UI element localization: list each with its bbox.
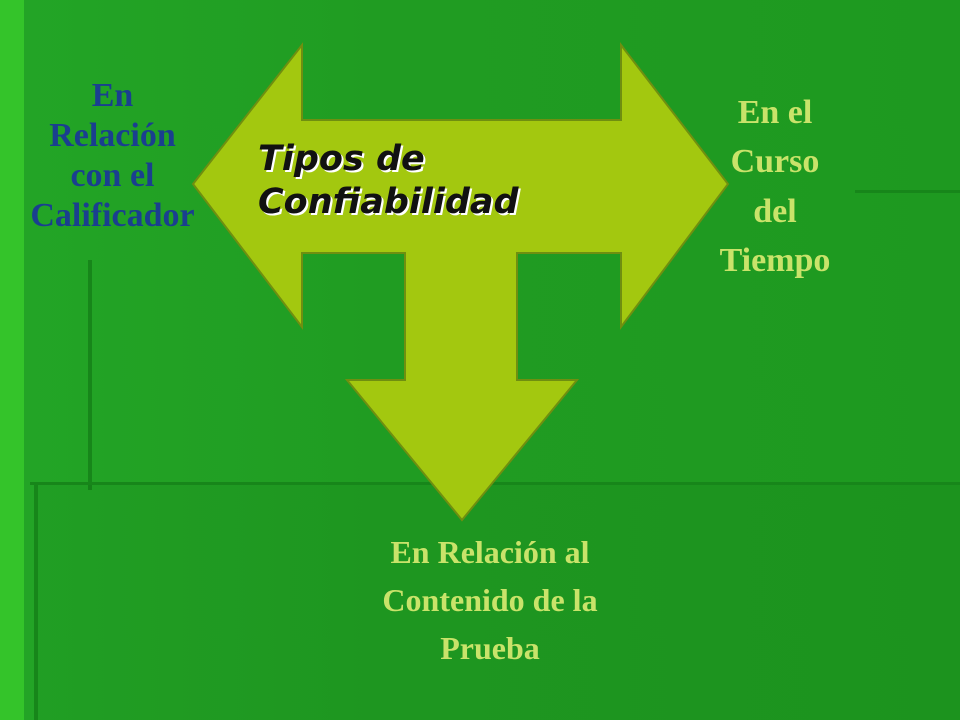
bg-stripe-left	[0, 0, 24, 720]
right-label-line: Tiempo	[719, 241, 831, 279]
bottom-label-line: En Relación al	[390, 534, 590, 570]
left-label-line: En	[91, 77, 134, 114]
left-label-line: Relación	[49, 117, 176, 155]
left-label-line: Calificador	[30, 197, 195, 235]
bg-stripe-vertical	[88, 260, 92, 490]
right-branch-label: En el Curso del Tiempo	[690, 88, 860, 285]
bg-stripe-horizontal-mid	[30, 482, 960, 485]
right-label-line: En el	[737, 94, 813, 131]
center-title-line-2: Confiabilidad	[258, 181, 519, 222]
left-branch-label: En Relación con el Calificador	[0, 76, 225, 236]
bottom-label-line: Contenido de la	[382, 582, 598, 618]
right-label-line: Curso	[730, 143, 820, 181]
bottom-branch-label: En Relación al Contenido de la Prueba	[320, 528, 660, 672]
center-title-line-1: Tipos de	[258, 139, 425, 179]
center-title: Tipos de Confiabilidad	[258, 138, 588, 223]
bg-stripe-horizontal-top	[855, 190, 960, 193]
bottom-label-line: Prueba	[440, 630, 540, 666]
left-label-line: con el	[70, 157, 155, 195]
bg-stripe-vertical-low	[34, 485, 38, 720]
t-arrow-shape	[191, 42, 730, 522]
right-label-line: del	[753, 192, 797, 230]
